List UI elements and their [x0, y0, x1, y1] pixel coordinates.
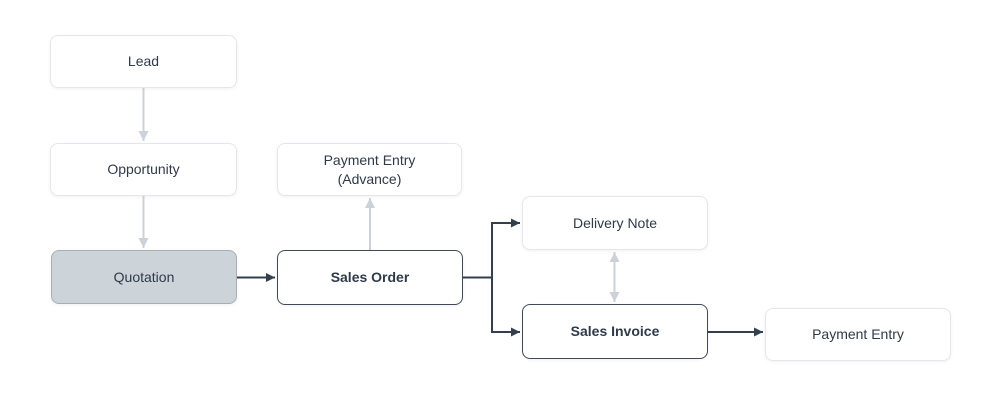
- node-payment-entry-advance[interactable]: Payment Entry (Advance): [277, 143, 462, 196]
- node-sales-invoice-label: Sales Invoice: [570, 323, 660, 340]
- node-payment-entry-label: Payment Entry: [812, 326, 904, 343]
- node-quotation[interactable]: Quotation: [51, 250, 237, 304]
- node-delivery-note-label: Delivery Note: [572, 214, 658, 231]
- node-sales-invoice[interactable]: Sales Invoice: [522, 304, 708, 359]
- edge-salesorder-branch: [463, 223, 493, 332]
- node-lead[interactable]: Lead: [50, 35, 237, 88]
- node-opportunity-label: Opportunity: [107, 161, 180, 178]
- node-opportunity[interactable]: Opportunity: [50, 143, 237, 196]
- node-payment-entry[interactable]: Payment Entry: [765, 308, 951, 361]
- node-quotation-label: Quotation: [113, 268, 175, 285]
- node-payment-entry-advance-label: Payment Entry (Advance): [323, 152, 416, 187]
- node-delivery-note[interactable]: Delivery Note: [522, 196, 708, 250]
- node-sales-order-label: Sales Order: [330, 269, 410, 286]
- node-lead-label: Lead: [127, 53, 160, 70]
- node-sales-order[interactable]: Sales Order: [277, 250, 463, 305]
